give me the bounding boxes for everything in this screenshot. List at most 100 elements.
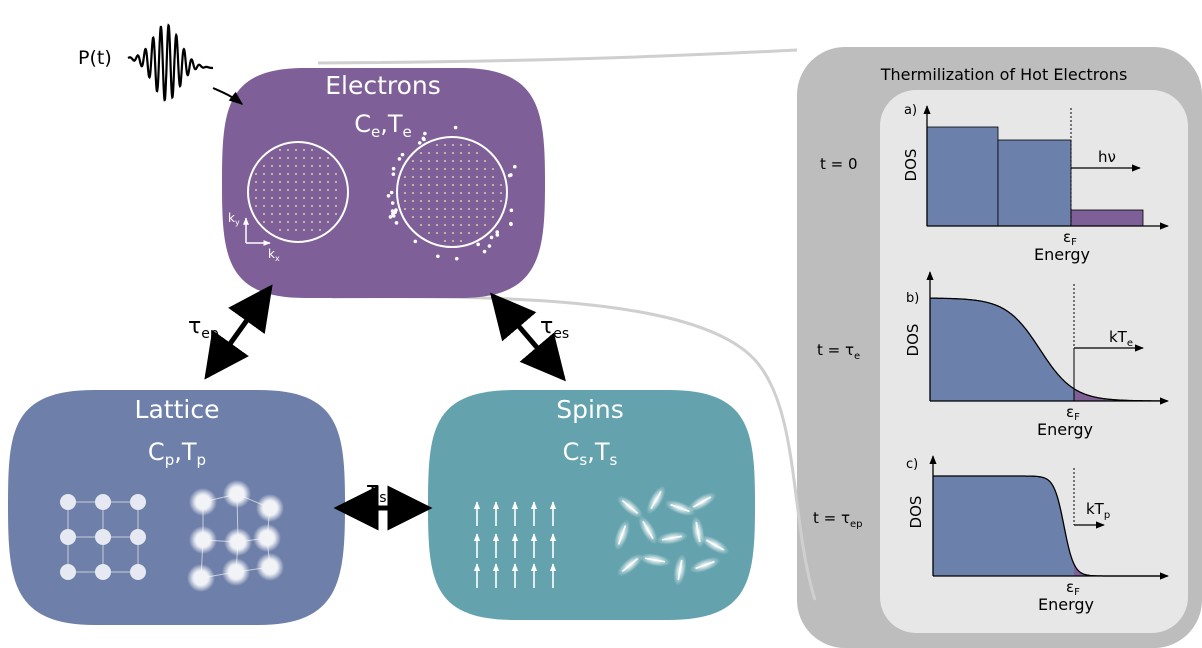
plot-b-kte-label: kTe bbox=[1109, 328, 1133, 349]
hot-electron bbox=[509, 208, 514, 213]
k-point bbox=[460, 192, 462, 194]
plot-a-fill-left bbox=[926, 126, 999, 227]
k-point bbox=[271, 181, 273, 183]
k-point bbox=[404, 192, 406, 194]
hot-electron bbox=[390, 209, 395, 213]
k-point bbox=[327, 173, 329, 175]
k-point bbox=[460, 168, 462, 170]
k-point bbox=[303, 213, 305, 215]
spins-blob bbox=[428, 390, 755, 620]
plot-c-fill-excited bbox=[1074, 564, 1160, 576]
vibrating-lattice bbox=[187, 480, 284, 592]
k-point bbox=[295, 165, 297, 167]
spin-arrow bbox=[642, 520, 654, 540]
lattice-atom bbox=[60, 529, 76, 545]
hot-electron bbox=[476, 242, 480, 247]
plot-c-time: t = τep bbox=[813, 509, 863, 530]
k-point bbox=[295, 205, 297, 207]
electrons-params: Ce,Te bbox=[354, 110, 412, 141]
k-point bbox=[476, 184, 478, 186]
k-point bbox=[271, 189, 273, 191]
hot-electron bbox=[421, 136, 426, 141]
spin-arrow bbox=[692, 496, 712, 508]
hot-electron bbox=[509, 222, 513, 227]
k-point bbox=[460, 184, 462, 186]
plot-b-distribution-curve bbox=[930, 297, 1160, 402]
k-point bbox=[263, 213, 265, 215]
ordered-lattice bbox=[60, 494, 146, 580]
k-point bbox=[287, 213, 289, 215]
k-point bbox=[255, 205, 257, 207]
k-point bbox=[255, 173, 257, 175]
k-point bbox=[295, 197, 297, 199]
k-point bbox=[311, 197, 313, 199]
hot-electron bbox=[454, 256, 459, 261]
plot-a-tag: a) bbox=[904, 103, 917, 118]
plot-a bbox=[923, 105, 1169, 230]
k-point bbox=[420, 168, 422, 170]
k-point bbox=[476, 200, 478, 202]
k-point bbox=[327, 213, 329, 215]
k-point bbox=[327, 181, 329, 183]
k-point bbox=[428, 184, 430, 186]
k-point bbox=[412, 216, 414, 218]
plot-a-fill-excited bbox=[1070, 209, 1144, 227]
k-point bbox=[436, 152, 438, 154]
k-point bbox=[468, 224, 470, 226]
k-point bbox=[500, 200, 502, 202]
k-point bbox=[444, 168, 446, 170]
k-point bbox=[484, 208, 486, 210]
k-point bbox=[412, 168, 414, 170]
k-point bbox=[452, 152, 454, 154]
lattice-atom bbox=[60, 494, 76, 510]
ky-label: ky bbox=[228, 211, 240, 227]
k-point bbox=[492, 216, 494, 218]
k-point bbox=[460, 224, 462, 226]
k-point bbox=[271, 221, 273, 223]
k-point bbox=[303, 181, 305, 183]
pulse-label: P(t) bbox=[78, 47, 112, 69]
k-point bbox=[319, 189, 321, 191]
hot-electron bbox=[400, 152, 405, 157]
k-point bbox=[287, 149, 289, 151]
lattice-atom bbox=[95, 529, 111, 545]
k-point bbox=[484, 192, 486, 194]
k-point bbox=[327, 205, 329, 207]
k-point bbox=[460, 232, 462, 234]
k-point bbox=[412, 192, 414, 194]
k-point bbox=[412, 208, 414, 210]
lattice-title: Lattice bbox=[135, 395, 220, 424]
plot-c-ylabel: DOS bbox=[907, 496, 925, 529]
k-point bbox=[295, 189, 297, 191]
k-point bbox=[412, 160, 414, 162]
k-point bbox=[279, 189, 281, 191]
tau-sp-label: τsp bbox=[366, 478, 396, 506]
k-point bbox=[311, 213, 313, 215]
k-point bbox=[287, 181, 289, 183]
k-point bbox=[484, 200, 486, 202]
k-space-grid-left bbox=[255, 149, 337, 231]
k-point bbox=[279, 165, 281, 167]
k-point bbox=[319, 213, 321, 215]
k-point bbox=[279, 213, 281, 215]
k-point bbox=[311, 221, 313, 223]
electrons-node bbox=[222, 68, 545, 298]
k-point bbox=[420, 216, 422, 218]
k-point bbox=[468, 160, 470, 162]
k-point bbox=[327, 221, 329, 223]
k-point bbox=[263, 165, 265, 167]
k-point bbox=[271, 197, 273, 199]
k-point bbox=[444, 216, 446, 218]
k-point bbox=[311, 181, 313, 183]
k-point bbox=[444, 232, 446, 234]
k-point bbox=[319, 173, 321, 175]
spin-arrow bbox=[670, 503, 690, 513]
k-point bbox=[444, 176, 446, 178]
k-point bbox=[279, 197, 281, 199]
k-point bbox=[468, 232, 470, 234]
k-point bbox=[468, 216, 470, 218]
pulse-arrow bbox=[212, 87, 244, 105]
k-point bbox=[452, 200, 454, 202]
k-point bbox=[468, 192, 470, 194]
k-point bbox=[335, 189, 337, 191]
